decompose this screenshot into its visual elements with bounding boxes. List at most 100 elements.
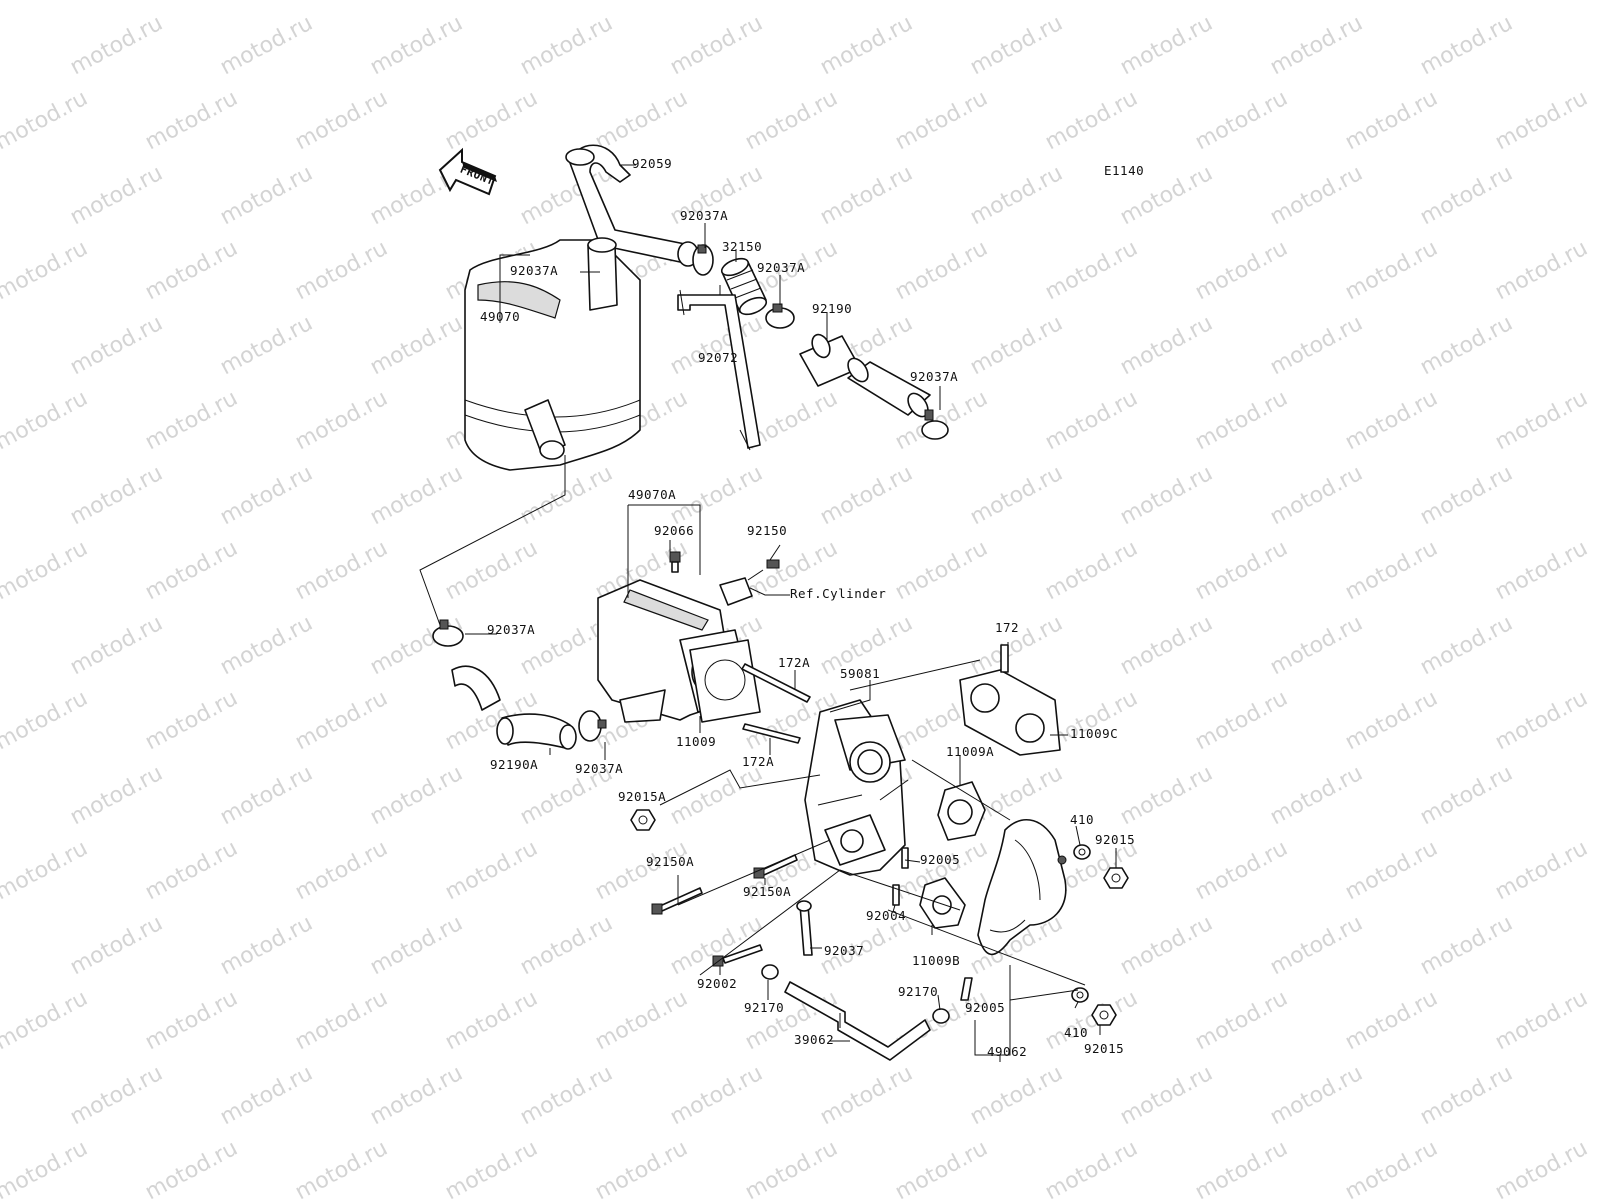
watermark-text: motod.ru (0, 986, 92, 1055)
watermark-text: motod.ru (216, 161, 317, 230)
watermark-text: motod.ru (1041, 0, 1142, 5)
watermark-text: motod.ru (291, 236, 392, 305)
exhaust-pipe-49062 (977, 818, 1067, 956)
watermark-text: motod.ru (1041, 386, 1142, 455)
part-labels: 92059 92037A 32150 92037A 92037A 92190 4… (480, 156, 1135, 1059)
nut-92015A (630, 809, 656, 831)
label-59081: 59081 (840, 666, 880, 681)
watermark-text: motod.ru (441, 1136, 542, 1200)
watermark-text: motod.ru (1116, 461, 1217, 530)
watermark-text: motod.ru (1491, 236, 1592, 305)
clamp-92037A-2 (765, 303, 795, 329)
watermark-text: motod.ru (366, 311, 467, 380)
watermark-text: motod.ru (1416, 761, 1517, 830)
watermark-text: motod.ru (591, 0, 692, 5)
watermark-text: motod.ru (966, 461, 1067, 530)
watermark-text: motod.ru (891, 236, 992, 305)
watermark-text: motod.ru (1116, 611, 1217, 680)
watermark-text: motod.ru (1491, 0, 1592, 5)
clip-92170-right (932, 1008, 950, 1024)
label-92170-right: 92170 (898, 984, 938, 999)
watermark-text: motod.ru (141, 386, 242, 455)
washer-410-top (1073, 844, 1091, 860)
watermark-text: motod.ru (141, 536, 242, 605)
label-92150A-mid: 92150A (743, 884, 791, 899)
gasket-11009 (689, 639, 761, 723)
watermark-text: motod.ru (1341, 536, 1442, 605)
watermark-text: motod.ru (1116, 911, 1217, 980)
watermark-text: motod.ru (216, 311, 317, 380)
watermark-text: motod.ru (1191, 986, 1292, 1055)
watermark-text: motod.ru (441, 536, 542, 605)
watermark-text: motod.ru (1491, 86, 1592, 155)
watermark-text: motod.ru (291, 386, 392, 455)
watermark-text: motod.ru (666, 461, 767, 530)
watermark-text: motod.ru (66, 11, 167, 80)
watermark-text: motod.ru (1266, 161, 1367, 230)
exhaust-manifold-59081 (804, 699, 906, 876)
watermark-text: motod.ru (441, 86, 542, 155)
watermark-text: motod.ru (441, 0, 542, 5)
watermark-text: motod.ru (141, 236, 242, 305)
watermark-text: motod.ru (1416, 161, 1517, 230)
watermark-text: motod.ru (516, 1061, 617, 1130)
watermark-text: motod.ru (366, 761, 467, 830)
label-32150: 32150 (722, 239, 762, 254)
watermark-text: motod.ru (591, 986, 692, 1055)
label-172A-bottom: 172A (742, 754, 774, 769)
stud-172A-top (741, 663, 811, 703)
watermark-text: motod.ru (141, 86, 242, 155)
watermark-text: motod.ru (816, 461, 917, 530)
hose-92190 (799, 333, 861, 387)
label-92002: 92002 (697, 976, 737, 991)
bolt-92150A-left (651, 887, 703, 915)
watermark-text: motod.ru (0, 686, 92, 755)
label-11009C: 11009C (1070, 726, 1118, 741)
watermark-text: motod.ru (741, 0, 842, 5)
label-11009: 11009 (676, 734, 716, 749)
label-92170-left: 92170 (744, 1000, 784, 1015)
joint-hose-32150 (720, 257, 768, 316)
watermark-text: motod.ru (1266, 611, 1367, 680)
watermark-text: motod.ru (816, 1061, 917, 1130)
label-49070: 49070 (480, 309, 520, 324)
watermark-text: motod.ru (1191, 836, 1292, 905)
label-92004: 92004 (866, 908, 906, 923)
watermark-text: motod.ru (66, 611, 167, 680)
watermark-text: motod.ru (366, 911, 467, 980)
watermark-text: motod.ru (966, 11, 1067, 80)
label-49062: 49062 (987, 1044, 1027, 1059)
watermark-text: motod.ru (291, 986, 392, 1055)
watermark-text: motod.ru (291, 686, 392, 755)
watermark-text: motod.ru (1491, 686, 1592, 755)
watermark-text: motod.ru (966, 161, 1067, 230)
gasket-11009B (919, 877, 966, 929)
watermark-text: motod.ru (966, 311, 1067, 380)
hose-92190-lower (847, 357, 931, 418)
watermark-text: motod.ru (366, 461, 467, 530)
watermark-text: motod.ru (216, 461, 317, 530)
watermark-text: motod.ru (516, 911, 617, 980)
watermark-text: motod.ru (891, 86, 992, 155)
watermark-text: motod.ru (291, 536, 392, 605)
watermark-text: motod.ru (66, 461, 167, 530)
watermark-text: motod.ru (891, 0, 992, 5)
label-92066: 92066 (654, 523, 694, 538)
watermark-text: motod.ru (591, 86, 692, 155)
watermark-text: motod.ru (666, 311, 767, 380)
label-11009B: 11009B (912, 953, 960, 968)
watermark-text: motod.ru (1491, 1136, 1592, 1200)
watermark-text: motod.ru (141, 0, 242, 5)
label-92037A-1: 92037A (680, 208, 728, 223)
watermark-text: motod.ru (666, 761, 767, 830)
watermark-text: motod.ru (666, 11, 767, 80)
watermark-text: motod.ru (1491, 836, 1592, 905)
label-92190: 92190 (812, 301, 852, 316)
watermark-text: motod.ru (141, 1136, 242, 1200)
watermark-text: motod.ru (1266, 911, 1367, 980)
label-92037A-5: 92037A (575, 761, 623, 776)
watermark-text: motod.ru (66, 1061, 167, 1130)
watermark-text: motod.ru (816, 11, 917, 80)
label-49070A: 49070A (628, 487, 676, 502)
watermark-text: motod.ru (1266, 11, 1367, 80)
